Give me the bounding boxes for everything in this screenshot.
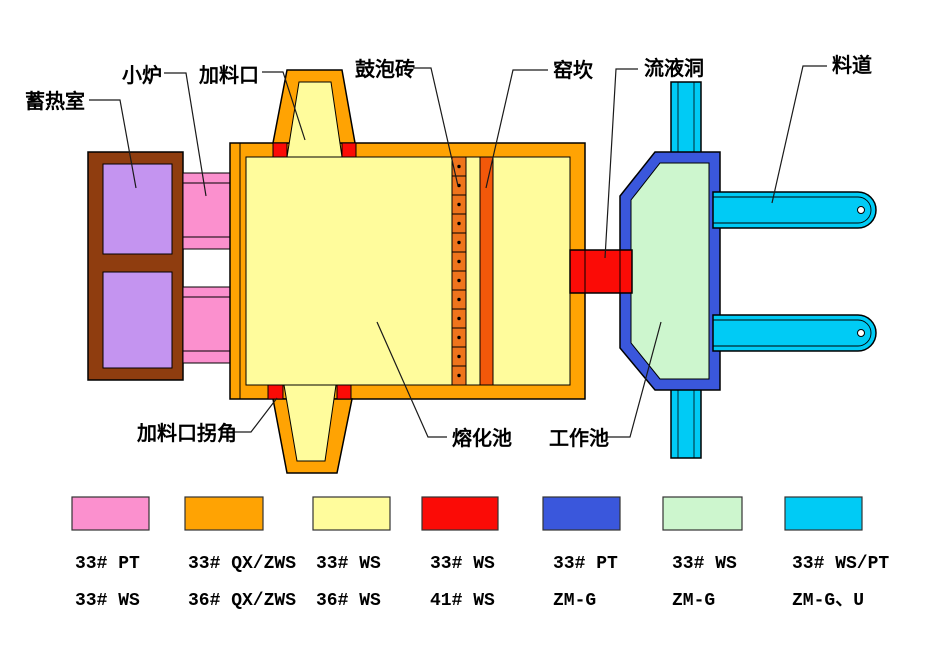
legend-row1-blue: 33# PT — [553, 554, 618, 574]
small-furnace-ports — [182, 172, 233, 364]
legend-swatch-blue — [542, 496, 621, 531]
legend-row2-blue: ZM-G — [553, 591, 596, 611]
legend-row2-red: 41# WS — [430, 591, 495, 611]
feeder-channel-lower — [712, 314, 877, 352]
label-kiln-sill: 窑坎 — [553, 58, 594, 82]
legend-row2-orange: 36# QX/ZWS — [188, 591, 296, 611]
leader-melting-tank — [376, 321, 447, 438]
regenerator-chamber-upper — [102, 163, 173, 255]
kiln-sill-shape — [479, 156, 494, 386]
legend-row1-yellow: 33# WS — [316, 554, 381, 574]
legend-row1-red: 33# WS — [430, 554, 495, 574]
charging-port-bottom-interior — [283, 384, 337, 462]
label-throat: 流液洞 — [644, 56, 704, 80]
bubbler-brick-dots — [457, 164, 461, 378]
legend-row2-yellow: 36# WS — [316, 591, 381, 611]
label-small-furnace: 小炉 — [122, 63, 162, 87]
leader-charging-port — [262, 71, 306, 141]
feeder-end-hole-lower — [857, 329, 865, 337]
legend-swatch-yellow — [312, 496, 391, 531]
label-charging-port-corner: 加料口拐角 — [136, 421, 237, 445]
leader-throat — [604, 68, 638, 259]
working-tank-interior — [630, 162, 710, 380]
vertical-tube-inner-lines — [677, 82, 695, 458]
legend-swatch-cyan — [784, 496, 863, 531]
leader-regenerator — [89, 99, 137, 189]
leader-small-furnace — [164, 72, 207, 197]
melting-tank-interior — [245, 156, 571, 386]
legend-row1-orange: 33# QX/ZWS — [188, 554, 296, 574]
legend-row1-green: 33# WS — [672, 554, 737, 574]
legend-row1-pink: 33# PT — [75, 554, 140, 574]
charging-port-corner-blocks — [267, 142, 357, 400]
label-melting-tank: 熔化池 — [452, 426, 512, 450]
legend-swatch-orange — [184, 496, 264, 531]
leader-bubbler-brick — [413, 67, 459, 187]
legend: 33# PT 33# QX/ZWS 33# WS 33# WS 33# PT 3… — [71, 496, 889, 611]
label-bubbler-brick: 鼓泡砖 — [355, 57, 415, 81]
throat-shape — [569, 249, 633, 294]
legend-swatch-red — [421, 496, 499, 531]
label-charging-port: 加料口 — [198, 63, 259, 87]
label-working-tank: 工作池 — [549, 426, 609, 450]
bubbler-brick-column — [451, 156, 467, 386]
feeder-end-hole-upper — [857, 206, 865, 214]
leader-charging-port-corner — [232, 397, 278, 433]
regenerator-chamber-lower — [102, 271, 173, 369]
legend-row1-cyan: 33# WS/PT — [792, 554, 889, 574]
leader-kiln-sill — [485, 69, 548, 189]
feeder-channel-upper — [712, 191, 877, 229]
label-feeder-channel: 料道 — [832, 53, 872, 77]
leader-feeder-channel — [771, 65, 827, 204]
legend-row2-green: ZM-G — [672, 591, 715, 611]
label-regenerator: 蓄热室 — [25, 89, 85, 113]
legend-swatch-pink — [71, 496, 150, 531]
vertical-feeder-tubes — [670, 81, 702, 459]
legend-swatch-green — [662, 496, 743, 531]
leader-working-tank — [607, 321, 662, 438]
legend-row2-pink: 33# WS — [75, 591, 140, 611]
legend-row2-cyan: ZM-G、U — [792, 591, 864, 611]
